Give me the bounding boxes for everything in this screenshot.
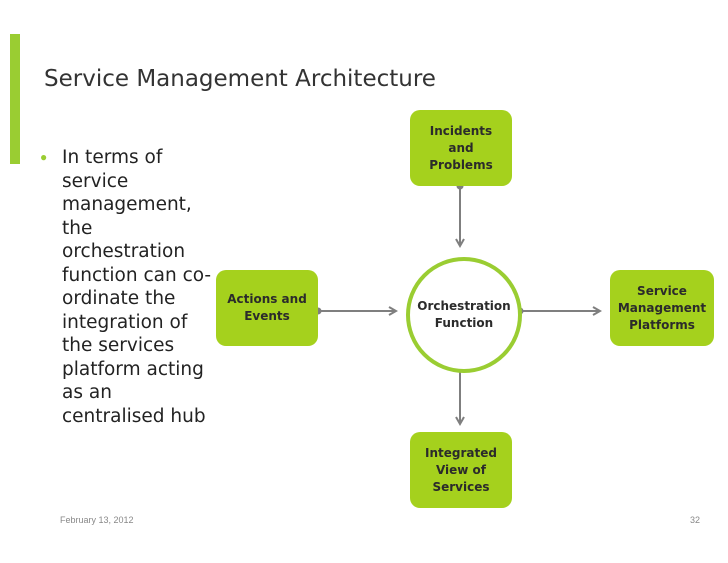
node-integrated-view-label: Integrated View of Services	[425, 445, 497, 494]
node-integrated-view-of-services: Integrated View of Services	[410, 432, 512, 508]
node-incidents-label: Incidents and Problems	[429, 123, 493, 172]
node-actions-label: Actions and Events	[227, 292, 307, 323]
bullet-text: In terms of service management, the orch…	[62, 147, 212, 427]
node-orchestration-label: Orchestration Function	[417, 299, 511, 330]
node-service-management-platforms: Service Management Platforms	[610, 270, 714, 346]
node-service-management-label: Service Management Platforms	[617, 283, 707, 332]
footer-page-number: 32	[690, 515, 701, 525]
accent-stripe	[10, 34, 20, 164]
footer-date: February 13, 2012	[60, 515, 134, 525]
slide-title: Service Management Architecture	[44, 66, 436, 92]
node-incidents-and-problems: Incidents and Problems	[410, 110, 512, 186]
node-orchestration-function: Orchestration Function	[406, 257, 522, 373]
bullet-dot-icon: ●	[40, 150, 48, 164]
node-actions-and-events: Actions and Events	[216, 270, 318, 346]
